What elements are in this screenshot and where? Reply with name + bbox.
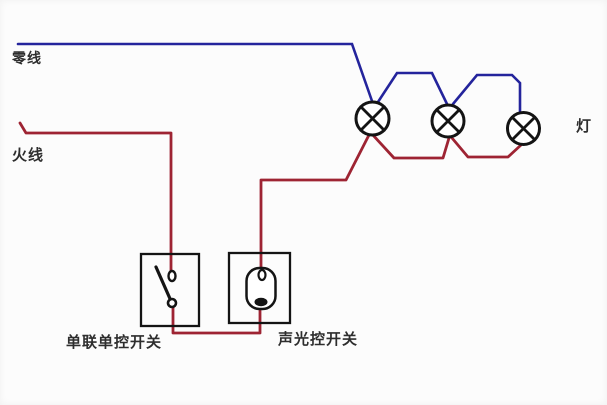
sound-light-switch-sensor (245, 266, 277, 311)
sound-light-switch-bottom-terminal (254, 297, 268, 307)
single-switch-symbol (139, 252, 201, 328)
lamp-label: 灯 (576, 118, 593, 135)
neutral-wire-label: 零线 (12, 50, 42, 66)
live-wire-main (18, 121, 173, 273)
single-switch-lever (154, 265, 173, 303)
lamp-2-symbol (430, 103, 466, 139)
neutral-wire-main (16, 42, 374, 103)
sound-light-switch-top-terminal (257, 268, 267, 282)
live-wire-switch2-lamp1 (259, 131, 372, 274)
single-switch-top-terminal (167, 269, 177, 283)
neutral-wire (16, 42, 522, 114)
sound-light-switch-label: 声光控开关 (278, 331, 359, 348)
single-switch-body (139, 252, 201, 328)
live-wire-lamp2-lamp3 (450, 136, 523, 159)
sound-light-switch-body (227, 251, 292, 325)
single-switch-label: 单联单控开关 (66, 334, 163, 351)
live-wire (18, 121, 523, 335)
live-wire-lamp1-lamp2 (370, 132, 451, 160)
neutral-wire-lamp1-lamp2 (376, 71, 449, 106)
lamp-3-symbol (506, 111, 541, 146)
lamp-1-symbol (354, 100, 391, 137)
live-wire-switch1-switch2 (171, 303, 262, 335)
sound-light-switch-symbol (227, 251, 292, 325)
neutral-wire-lamp2-lamp3 (451, 73, 522, 114)
live-wire-label: 火线 (12, 147, 45, 164)
single-switch-bottom-terminal (166, 297, 178, 309)
